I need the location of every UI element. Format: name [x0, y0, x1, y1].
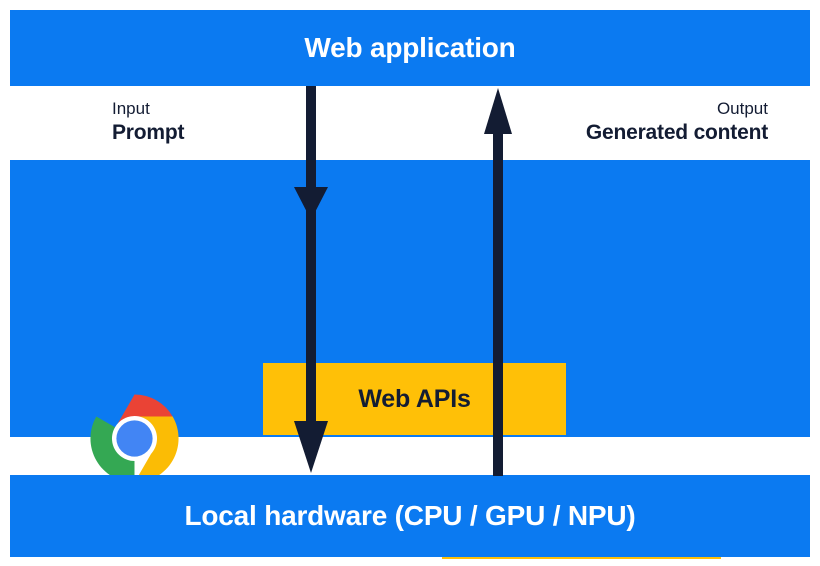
input-caption: Input Prompt: [112, 99, 185, 145]
input-flow-arrow-down-icon: [294, 86, 328, 473]
local-hardware-band: Local hardware (CPU / GPU / NPU): [10, 475, 810, 557]
web-application-band: Web application: [10, 10, 810, 86]
browser-band: Browser Web APIs Built-in models and run…: [10, 160, 810, 559]
local-hardware-title: Local hardware (CPU / GPU / NPU): [184, 500, 636, 531]
web-apis-label: Web APIs: [358, 384, 471, 413]
output-flow-arrow-up-icon: [484, 88, 512, 476]
output-caption: Output Generated content: [586, 99, 768, 145]
chrome-logo-icon: [88, 392, 181, 485]
web-application-title: Web application: [304, 32, 516, 63]
output-value-label: Generated content: [585, 120, 768, 144]
input-kind-label: Input: [112, 99, 150, 118]
input-value-label: Prompt: [112, 120, 185, 144]
output-kind-label: Output: [716, 99, 768, 118]
